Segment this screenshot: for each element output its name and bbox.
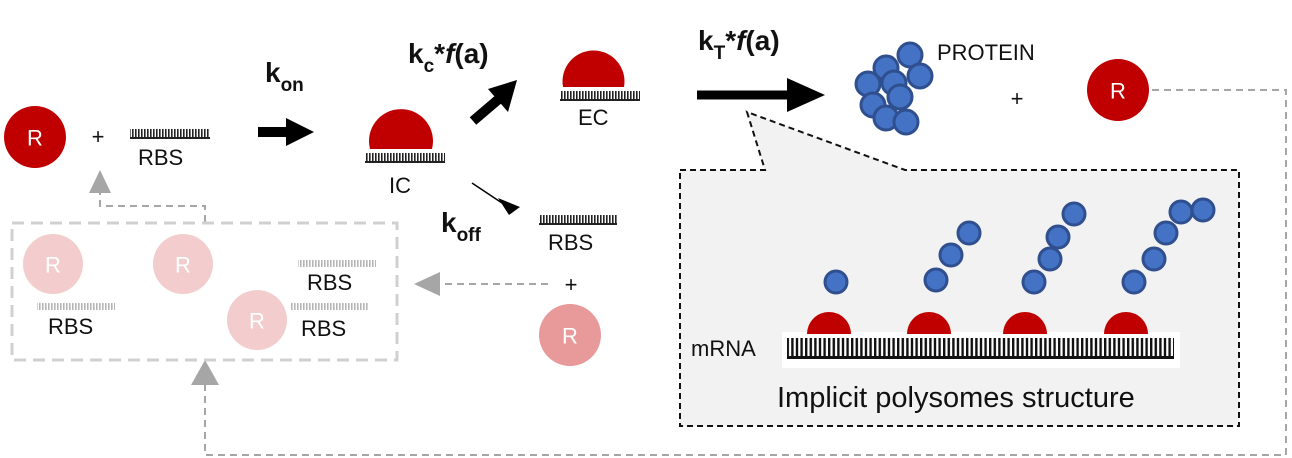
protein-label: PROTEIN: [937, 40, 1035, 65]
pool-rbs-strand: [37, 303, 115, 310]
recycle-loop: [89, 89, 1287, 456]
recycle-arrowhead-up: [191, 360, 219, 385]
kon-arrow: [286, 118, 314, 146]
initiation-complex: [365, 109, 445, 163]
ic-label: IC: [389, 173, 411, 198]
koff-rate-label: koff: [441, 207, 482, 246]
pool-ribosome: R: [23, 234, 83, 294]
pool-rbs-label: RBS: [301, 316, 346, 341]
pool-rbs-strand: [298, 260, 376, 267]
pool-ribosome: R: [227, 290, 287, 350]
released-rbs-strand: [539, 215, 617, 223]
svg-text:R: R: [175, 253, 191, 278]
pool-ribosome: R: [153, 234, 213, 294]
nascent-peptide-chain: [923, 220, 982, 293]
rbs-strand: [130, 129, 210, 137]
pool-to-free-arrowhead: [89, 170, 111, 193]
kc-arrow: [488, 80, 517, 112]
recycled-ribosome: R: [1087, 59, 1149, 121]
plus-sign: +: [565, 272, 578, 297]
plus-sign: +: [1011, 86, 1024, 111]
released-rbs-label: RBS: [548, 230, 593, 255]
polysome-callout: mRNA: [679, 110, 1240, 427]
ec-label: EC: [578, 105, 609, 130]
mrna-label: mRNA: [691, 336, 756, 361]
svg-text:R: R: [562, 324, 578, 349]
elongation-complex: [560, 50, 640, 101]
protein-cluster: [854, 41, 934, 136]
polysome-ribosome: [1104, 312, 1148, 334]
svg-text:R: R: [45, 253, 61, 278]
nascent-peptide-chain: [823, 269, 849, 295]
plus-sign: +: [92, 124, 105, 149]
kon-rate-label: kon: [265, 57, 304, 96]
kt-rate-label: kT*f(a): [698, 25, 780, 64]
svg-text:R: R: [1110, 79, 1126, 104]
pool-rbs-label: RBS: [307, 270, 352, 295]
mrna-strand: [787, 338, 1174, 358]
free-pool-box: R R R RBS RBS RBS: [10, 221, 399, 362]
pool-rbs-strand: [290, 303, 368, 310]
kt-arrow: [787, 78, 825, 112]
svg-text:R: R: [27, 126, 43, 151]
pool-rbs-label: RBS: [48, 314, 93, 339]
svg-text:R: R: [249, 309, 265, 334]
kc-rate-label: kc*f(a): [408, 38, 489, 77]
nascent-peptide-chain: [1121, 197, 1216, 295]
rbs-label: RBS: [138, 145, 183, 170]
polysome-ribosome: [1003, 312, 1047, 334]
koff-arrow: [498, 198, 520, 215]
nascent-peptide-chain: [1021, 201, 1087, 295]
koff-return-arrowhead: [414, 272, 440, 296]
polysome-ribosome: [907, 312, 951, 334]
released-ribosome: R: [539, 304, 601, 366]
polysome-ribosome: [807, 312, 851, 334]
free-ribosome: R: [4, 106, 66, 168]
polysome-caption: Implicit polysomes structure: [777, 382, 1135, 414]
